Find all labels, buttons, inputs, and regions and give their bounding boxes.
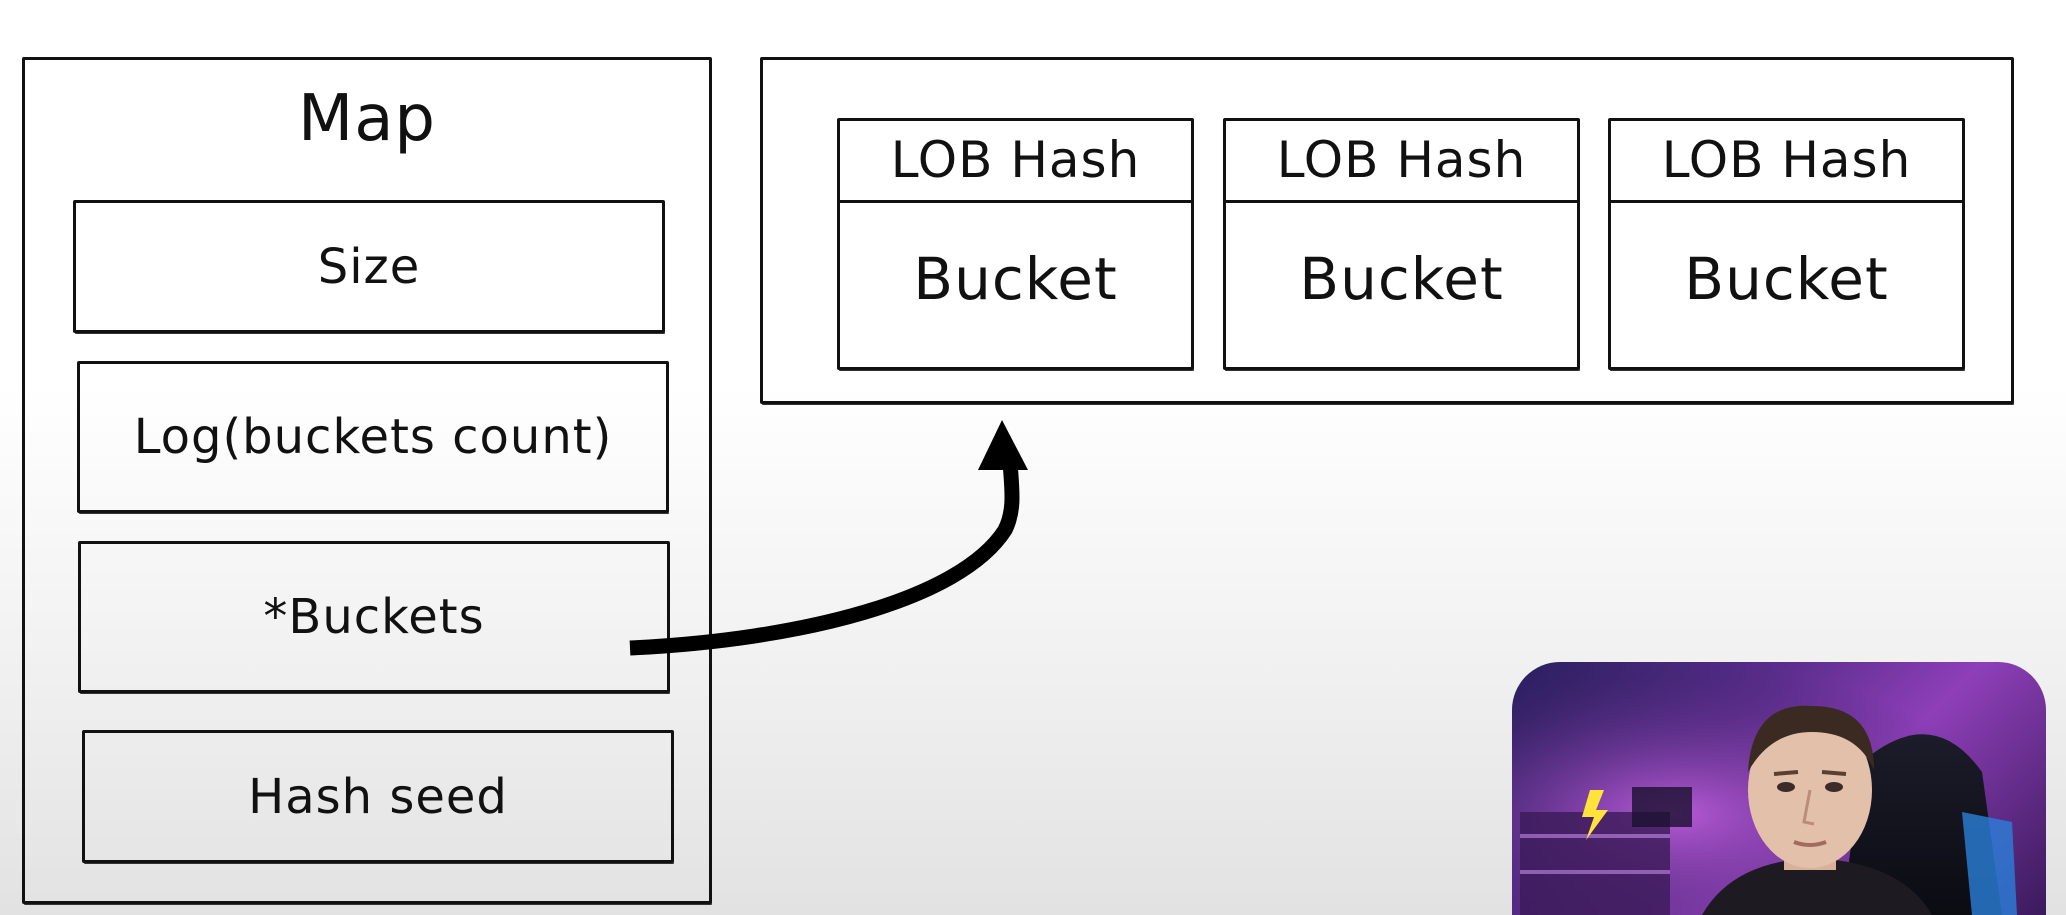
bucket-header: LOB Hash [840,121,1191,203]
buckets-array-box: LOB Hash Bucket LOB Hash Bucket LOB Hash… [760,57,2014,404]
presenter-picture [1512,662,2046,915]
map-title: Map [297,82,437,156]
map-field-hash-seed-label: Hash seed [248,768,508,825]
bucket-cell: LOB Hash Bucket [837,118,1194,370]
map-field-size: Size [73,200,665,333]
bucket-body-label: Bucket [1684,245,1889,313]
bucket-body-label: Bucket [1299,245,1504,313]
bucket-body: Bucket [840,203,1191,367]
map-field-buckets-pointer: *Buckets [78,541,670,693]
bucket-cell: LOB Hash Bucket [1608,118,1965,370]
map-field-size-label: Size [317,238,421,295]
bucket-header: LOB Hash [1611,121,1962,203]
map-struct-box: Map Size Log(buckets count) *Buckets Has… [22,57,712,904]
bucket-body: Bucket [1226,203,1577,367]
map-field-hash-seed: Hash seed [82,730,674,863]
bucket-cell: LOB Hash Bucket [1223,118,1580,370]
map-field-buckets-pointer-label: *Buckets [263,589,485,645]
map-field-log-buckets-count: Log(buckets count) [77,361,669,513]
bucket-header-label: LOB Hash [890,131,1141,189]
webcam-overlay [1512,662,2046,915]
bucket-header: LOB Hash [1226,121,1577,203]
map-field-log-buckets-count-label: Log(buckets count) [133,409,613,465]
bucket-header-label: LOB Hash [1661,131,1912,189]
bucket-body-label: Bucket [913,245,1118,313]
bucket-body: Bucket [1611,203,1962,367]
bucket-header-label: LOB Hash [1276,131,1527,189]
